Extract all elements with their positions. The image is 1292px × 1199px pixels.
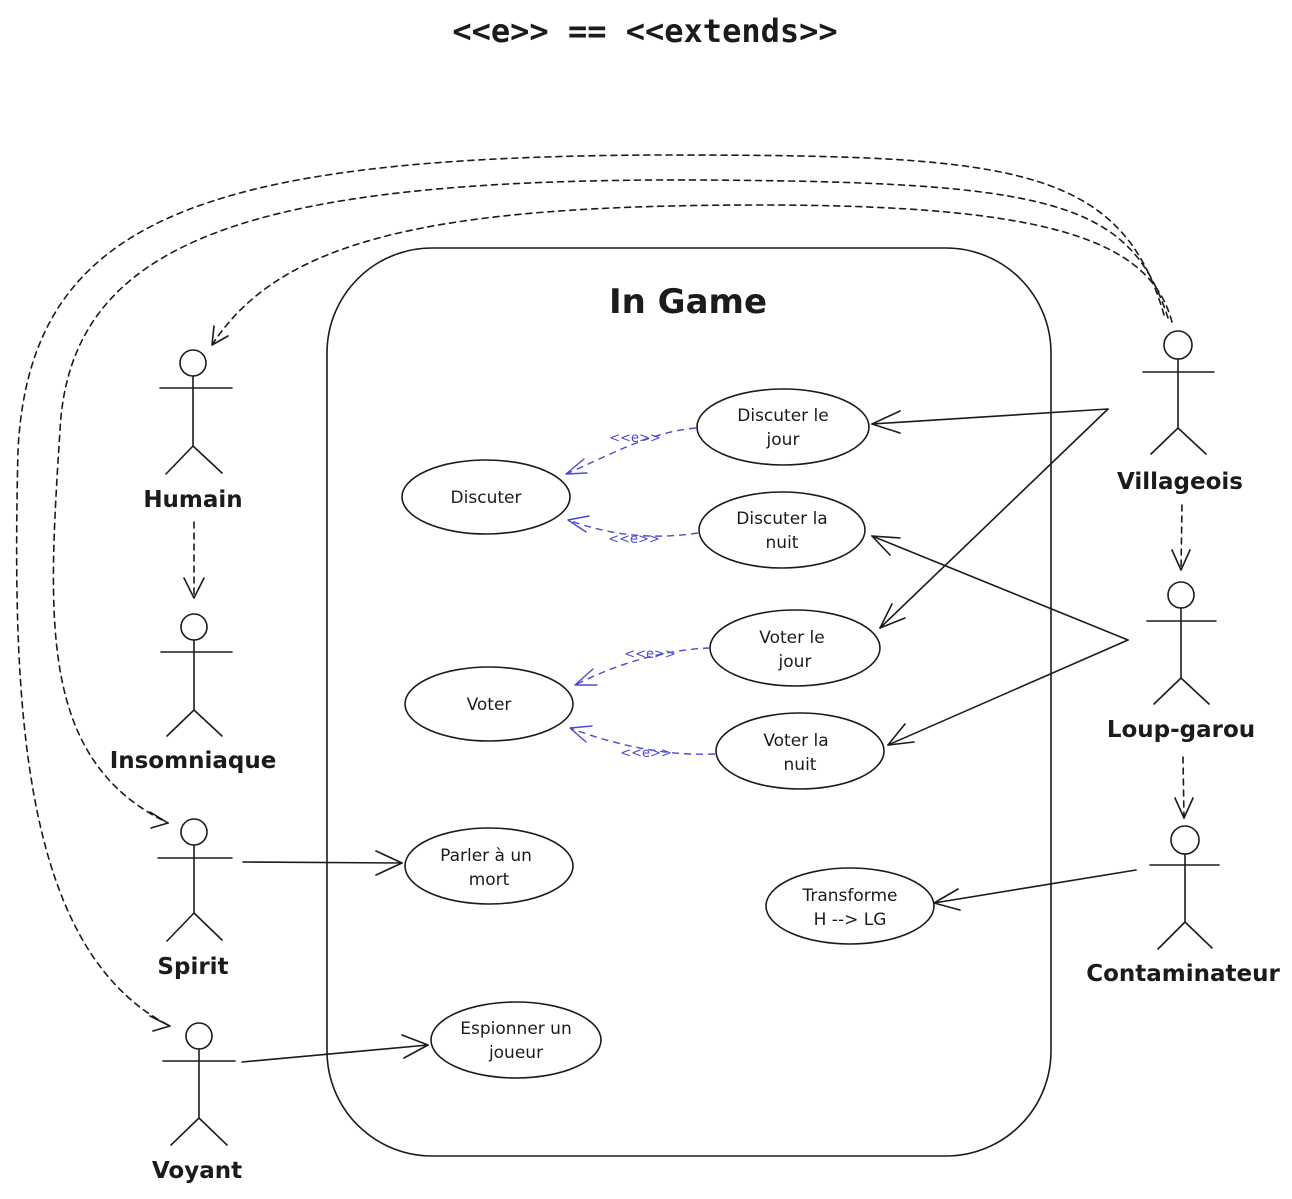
actor-humain: Humain [143,349,243,513]
svg-text:Spirit: Spirit [157,954,228,980]
generalization-humain-insomniaque [183,521,205,599]
actor-loup-garou: Loup-garou [1107,581,1255,743]
svg-text:Voter le: Voter le [759,628,824,648]
use-case-discuter-jour: Discuter le jour [696,388,870,466]
svg-text:Voter: Voter [467,695,512,715]
use-case-parler-mort: Parler à un mort [404,827,574,905]
association-villageois-discuter-jour [871,408,1109,434]
svg-text:nuit: nuit [766,533,799,553]
association-contaminateur-transforme [933,869,1137,911]
extend-discuter-nuit: <<e>> [567,515,699,547]
actor-voyant: Voyant [152,1022,242,1184]
extend-voter-jour: <<e>> [574,647,711,686]
svg-text:Discuter la: Discuter la [736,509,827,529]
svg-text:nuit: nuit [784,755,817,775]
svg-text:<<e>>: <<e>> [608,532,660,547]
svg-text:Loup-garou: Loup-garou [1107,717,1255,743]
association-loup-garou-discuter-nuit [871,535,1129,641]
association-villageois-voter-jour [879,408,1109,629]
svg-text:Humain: Humain [143,487,242,513]
svg-text:Contaminateur: Contaminateur [1086,961,1280,987]
use-case-voter-nuit: Voter la nuit [715,712,885,790]
generalization-loup-garou-contaminateur [1174,756,1194,819]
svg-text:<<e>>: <<e>> [624,647,676,662]
use-case-voter-jour: Voter le jour [709,609,881,687]
svg-text:Villageois: Villageois [1117,469,1243,495]
use-case-espionner: Espionner un joueur [430,1001,602,1079]
svg-text:jour: jour [778,652,812,672]
svg-text:Voyant: Voyant [152,1158,242,1184]
svg-text:<<e>>: <<e>> [609,431,661,446]
generalization-villageois-loup-garou [1171,504,1191,571]
use-case-transforme: Transforme H --> LG [765,867,935,945]
svg-text:Transforme: Transforme [801,886,897,906]
svg-text:mort: mort [469,870,510,890]
association-loup-garou-voter-nuit [887,639,1129,746]
svg-text:Parler à un: Parler à un [440,846,532,866]
generalization-villageois-spirit [52,179,1169,829]
svg-text:joueur: joueur [488,1043,543,1063]
actor-insomniaque: Insomniaque [110,613,277,774]
svg-text:jour: jour [766,430,800,450]
svg-text:Insomniaque: Insomniaque [110,748,277,774]
svg-text:Voter la: Voter la [763,731,828,751]
actor-spirit: Spirit [157,818,233,980]
svg-text:Espionner un: Espionner un [460,1019,571,1039]
use-case-discuter: Discuter [401,459,571,535]
system-boundary [326,247,1052,1157]
extend-voter-nuit: <<e>> [569,725,716,761]
svg-text:Discuter le: Discuter le [737,406,829,426]
actor-villageois: Villageois [1117,330,1243,495]
svg-text:<<e>>: <<e>> [620,746,672,761]
association-spirit-parler-mort [242,850,403,876]
association-voyant-espionner [241,1034,429,1063]
legend-text: <<e>> == <<extends>> [452,12,837,50]
generalization-villageois-voyant [15,154,1165,1032]
use-case-voter: Voter [404,666,574,742]
system-title: In Game [609,282,767,322]
svg-text:H --> LG: H --> LG [814,910,887,930]
actor-contaminateur: Contaminateur [1086,825,1280,987]
generalization-villageois-humain [211,204,1173,346]
use-case-discuter-nuit: Discuter la nuit [698,491,866,569]
extend-discuter-jour: <<e>> [565,427,697,475]
svg-text:Discuter: Discuter [451,488,522,508]
